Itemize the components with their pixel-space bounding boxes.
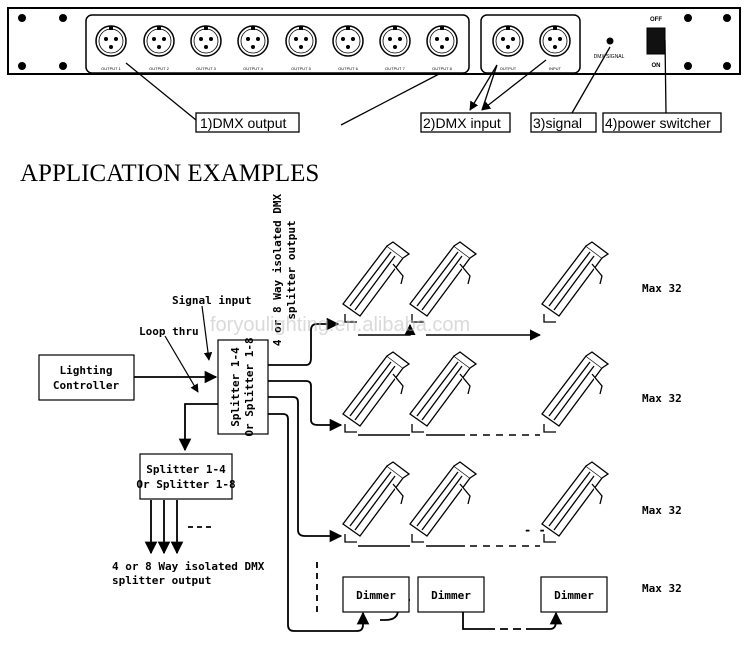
max-label-row4: Max 32 xyxy=(642,582,682,595)
sub-splitter-box xyxy=(139,453,233,500)
xlr-output-icon xyxy=(492,25,524,57)
fixture-links xyxy=(358,323,542,547)
input-section xyxy=(480,14,581,74)
max-label-row1: Max 32 xyxy=(642,282,682,295)
output-port-label: OUTPUT 2 xyxy=(149,66,169,71)
light-fixture-icon xyxy=(342,351,411,433)
input-port-label: OUTPUT xyxy=(500,66,517,71)
main-splitter-label-1: Splitter 1-4 xyxy=(229,347,242,427)
sub-splitter-label-1: Splitter 1-4 xyxy=(146,463,226,476)
signal-led-icon xyxy=(606,37,614,45)
signal-input-label: Signal input xyxy=(172,294,251,307)
xlr-output-3-icon xyxy=(190,25,222,57)
light-fixture-icon xyxy=(409,461,478,543)
bottom-output-label-1: 4 or 8 Way isolated DMX xyxy=(112,560,265,573)
output-port-label: OUTPUT 1 xyxy=(101,66,121,71)
light-fixture-icon xyxy=(541,461,610,543)
dimmer-label: Dimmer xyxy=(356,589,396,602)
watermark-text: foryoulighting.en.alibaba.com xyxy=(210,314,470,336)
mount-hole xyxy=(723,14,731,22)
signal-led-label: DMX SIGNAL xyxy=(594,54,625,60)
wiring xyxy=(134,305,563,632)
mount-hole xyxy=(723,62,731,70)
mount-hole xyxy=(59,62,67,70)
dimmer-box-1 xyxy=(342,576,410,613)
output-port-label: OUTPUT 6 xyxy=(338,66,358,71)
output-port-label: OUTPUT 7 xyxy=(385,66,405,71)
callout-dmx-output: 1)DMX output xyxy=(200,115,286,131)
output-section xyxy=(85,14,470,74)
xlr-output-6-icon xyxy=(332,25,364,57)
callout-dmx-input: 2)DMX input xyxy=(423,115,501,131)
output-port-label: OUTPUT 8 xyxy=(432,66,452,71)
switch-off-label: OFF xyxy=(650,17,662,23)
xlr-output-2-icon xyxy=(143,25,175,57)
dimmer-label: Dimmer xyxy=(554,589,594,602)
top-output-label-2: splitter output xyxy=(285,220,298,319)
dimmer-box-3 xyxy=(540,576,608,613)
light-fixture-icon xyxy=(541,241,610,323)
output-port-label: OUTPUT 3 xyxy=(196,66,216,71)
max-label-row2: Max 32 xyxy=(642,392,682,405)
controller-label-1: Lighting xyxy=(60,364,113,377)
xlr-output-7-icon xyxy=(379,25,411,57)
callouts xyxy=(125,39,722,133)
dimmer-label: Dimmer xyxy=(431,589,471,602)
mount-hole xyxy=(684,62,692,70)
callout-power-switcher: 4)power switcher xyxy=(605,115,711,131)
max-label-row3: Max 32 xyxy=(642,504,682,517)
xlr-output-1-icon xyxy=(95,25,127,57)
xlr-output-5-icon xyxy=(285,25,317,57)
loop-thru-label: Loop thru xyxy=(139,325,199,338)
controller-label-2: Controller xyxy=(53,379,120,392)
main-splitter-label-2: Or Splitter 1-8 xyxy=(243,337,256,436)
callout-signal: 3)signal xyxy=(533,115,582,131)
power-switch-icon[interactable] xyxy=(646,27,666,55)
xlr-output-4-icon xyxy=(237,25,269,57)
output-port-label: OUTPUT 4 xyxy=(243,66,263,71)
xlr-input-icon xyxy=(539,25,571,57)
switch-on-label: ON xyxy=(652,63,661,69)
lighting-controller-box xyxy=(38,354,135,401)
mount-hole xyxy=(18,14,26,22)
main-splitter-box xyxy=(217,339,269,435)
light-fixture-icon xyxy=(409,351,478,433)
top-output-label-1: 4 or 8 Way isolated DMX xyxy=(271,193,284,346)
light-fixture-icon xyxy=(342,461,411,543)
section-title: APPLICATION EXAMPLES xyxy=(20,160,319,187)
sub-splitter-label-2: Or Splitter 1-8 xyxy=(136,478,235,491)
mount-hole xyxy=(684,14,692,22)
rack-panel: OUTPUT 1 OUTPUT 2 OUTPUT 3 OUTPUT 4 OUTPUT 5… xyxy=(7,7,741,75)
light-fixture-icon xyxy=(541,351,610,433)
light-fixture-icon xyxy=(342,241,411,323)
bottom-output-label-2: splitter output xyxy=(112,574,211,587)
mount-hole xyxy=(18,62,26,70)
light-fixture-icon xyxy=(409,241,478,323)
dimmer-box-2 xyxy=(417,576,485,613)
xlr-output-8-icon xyxy=(426,25,458,57)
mount-hole xyxy=(59,14,67,22)
output-port-label: OUTPUT 5 xyxy=(291,66,311,71)
input-port-label: INPUT xyxy=(549,66,562,71)
